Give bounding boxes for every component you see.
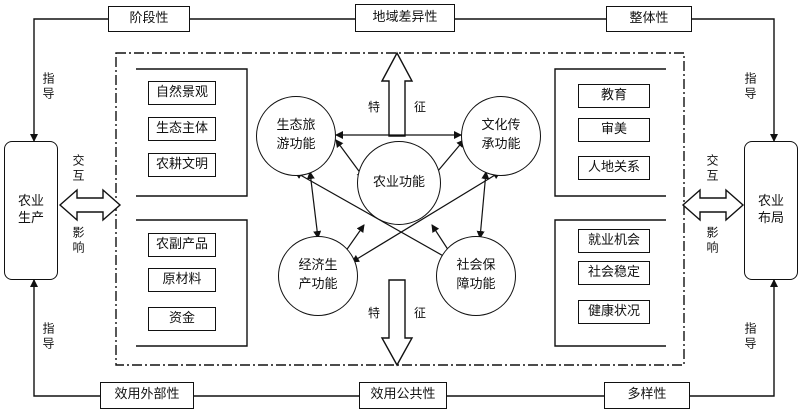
right-top-item-1: 教育	[578, 84, 650, 108]
right-bottom-item-2: 社会稳定	[578, 261, 650, 285]
guide-label-top-right: 指导	[743, 72, 757, 102]
guide-label-bottom-right: 指导	[743, 322, 757, 352]
feature-char-top-1: 特	[368, 100, 381, 114]
left-bottom-item-1: 农副产品	[148, 233, 216, 257]
social-security-function-label: 社会保障功能	[456, 258, 496, 292]
guide-label-top-left: 指导	[41, 72, 55, 102]
eco-tourism-function-label: 生态旅游功能	[276, 118, 316, 152]
influence-label-right: 影响	[705, 226, 719, 256]
bracket-left-top	[136, 68, 248, 197]
economic-production-function-circle: 经济生产功能	[278, 236, 358, 316]
interact-label-left: 交互	[71, 154, 85, 184]
economic-production-function-label: 经济生产功能	[298, 258, 338, 292]
feature-char-bottom-1: 特	[368, 306, 381, 320]
right-bottom-item-1: 就业机会	[578, 229, 650, 253]
feature-char-top-2: 征	[414, 100, 427, 114]
public-utility-box: 效用公共性	[359, 382, 447, 409]
guide-label-bottom-left: 指导	[41, 322, 55, 352]
culture-heritage-function-label: 文化传承功能	[481, 118, 521, 152]
agriculture-function-label: 农业功能	[372, 174, 425, 190]
external-utility-box: 效用外部性	[100, 382, 194, 409]
agricultural-layout-box: 农业布局	[744, 141, 798, 280]
left-double-arrow	[58, 188, 122, 222]
culture-heritage-function-circle: 文化传承功能	[461, 96, 541, 176]
feature-char-bottom-2: 征	[414, 306, 427, 320]
left-bottom-item-2: 原材料	[148, 268, 216, 292]
bracket-right-bottom	[554, 219, 666, 347]
right-top-item-3: 人地关系	[578, 156, 650, 180]
eco-tourism-function-circle: 生态旅游功能	[256, 96, 336, 176]
left-top-item-3: 农耕文明	[148, 153, 216, 177]
interact-label-right: 交互	[705, 154, 719, 184]
diversity-box: 多样性	[604, 382, 690, 409]
left-bottom-item-3: 资金	[148, 307, 216, 331]
bottom-guide-lines	[30, 279, 778, 397]
bracket-left-bottom	[136, 219, 248, 347]
bracket-right-top	[554, 68, 666, 197]
left-top-item-1: 自然景观	[148, 81, 216, 105]
stage-characteristic-box: 阶段性	[108, 6, 190, 32]
right-bottom-item-3: 健康状况	[578, 300, 650, 324]
up-hollow-arrow	[380, 51, 414, 137]
agricultural-production-label: 农业生产	[17, 194, 44, 226]
agricultural-production-box: 农业生产	[4, 141, 58, 280]
left-top-item-2: 生态主体	[148, 117, 216, 141]
top-guide-lines	[30, 18, 778, 142]
integrity-box: 整体性	[606, 6, 692, 32]
right-top-item-2: 审美	[578, 118, 650, 142]
agricultural-layout-label: 农业布局	[757, 194, 784, 226]
social-security-function-circle: 社会保障功能	[436, 236, 516, 316]
agriculture-function-circle: 农业功能	[357, 141, 441, 225]
regional-difference-box: 地域差异性	[355, 4, 455, 32]
down-hollow-arrow	[380, 279, 414, 367]
influence-label-left: 影响	[71, 226, 85, 256]
right-double-arrow	[681, 188, 745, 222]
